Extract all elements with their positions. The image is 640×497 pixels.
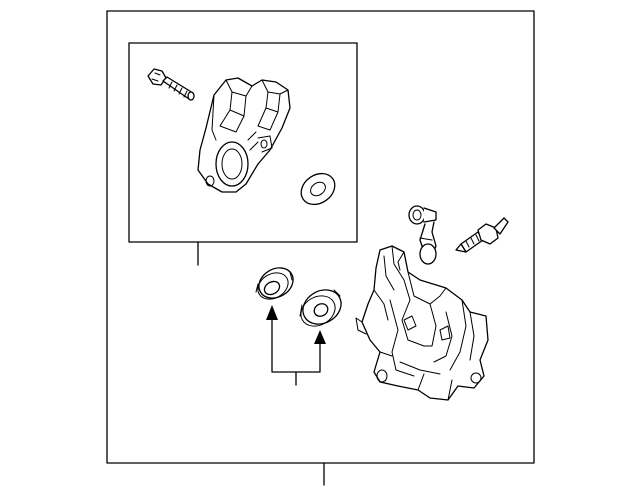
subassembly-frame [128, 42, 358, 266]
bleeder-screw-icon [455, 217, 509, 253]
caliper-support-bracket-icon [355, 245, 489, 401]
piston-seal-icon [300, 172, 336, 206]
outer-frame [106, 10, 535, 486]
caliper-body-icon [197, 77, 291, 193]
boot-left-icon [255, 267, 294, 300]
boot-leaders [266, 305, 326, 386]
guide-pin-icon [408, 205, 437, 265]
boot-right-icon [299, 289, 342, 327]
caliper-bolt-icon [147, 68, 195, 101]
